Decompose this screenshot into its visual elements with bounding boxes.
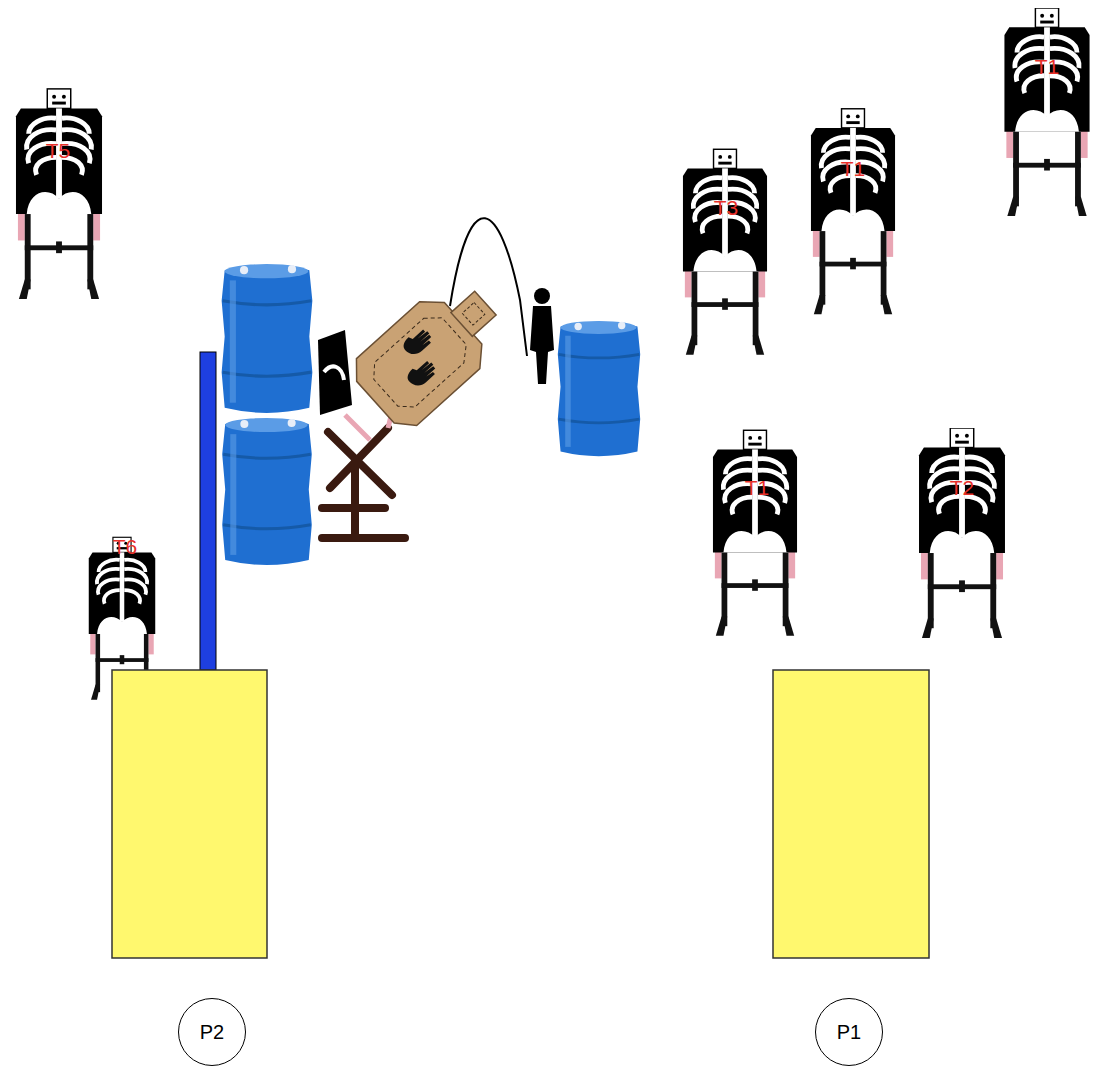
barrel (558, 321, 640, 456)
target-number: T5 (46, 140, 71, 161)
paper-target (1004, 8, 1089, 216)
barrel (222, 418, 312, 565)
target-number: T2 (950, 477, 975, 498)
paper-target (919, 428, 1005, 638)
wall (200, 352, 216, 670)
swinging-target (318, 218, 554, 538)
target-number: T3 (714, 197, 739, 218)
paper-target (811, 109, 895, 314)
position-label: P2 (200, 1021, 224, 1044)
target-number: T1 (1035, 56, 1060, 77)
position-circle: P2 (178, 998, 246, 1066)
position-label: P1 (837, 1021, 861, 1044)
target-number: T6 (113, 536, 138, 557)
no-shoot-silhouette (530, 288, 554, 384)
position-circle: P1 (815, 998, 883, 1066)
target-number: T1 (841, 158, 866, 179)
paper-target (16, 89, 102, 299)
paper-target (683, 149, 767, 354)
target-number: T1 (745, 477, 770, 498)
paper-target (713, 430, 797, 635)
shooting-box (112, 670, 267, 958)
barrel (222, 264, 313, 413)
shooting-box (773, 670, 929, 958)
